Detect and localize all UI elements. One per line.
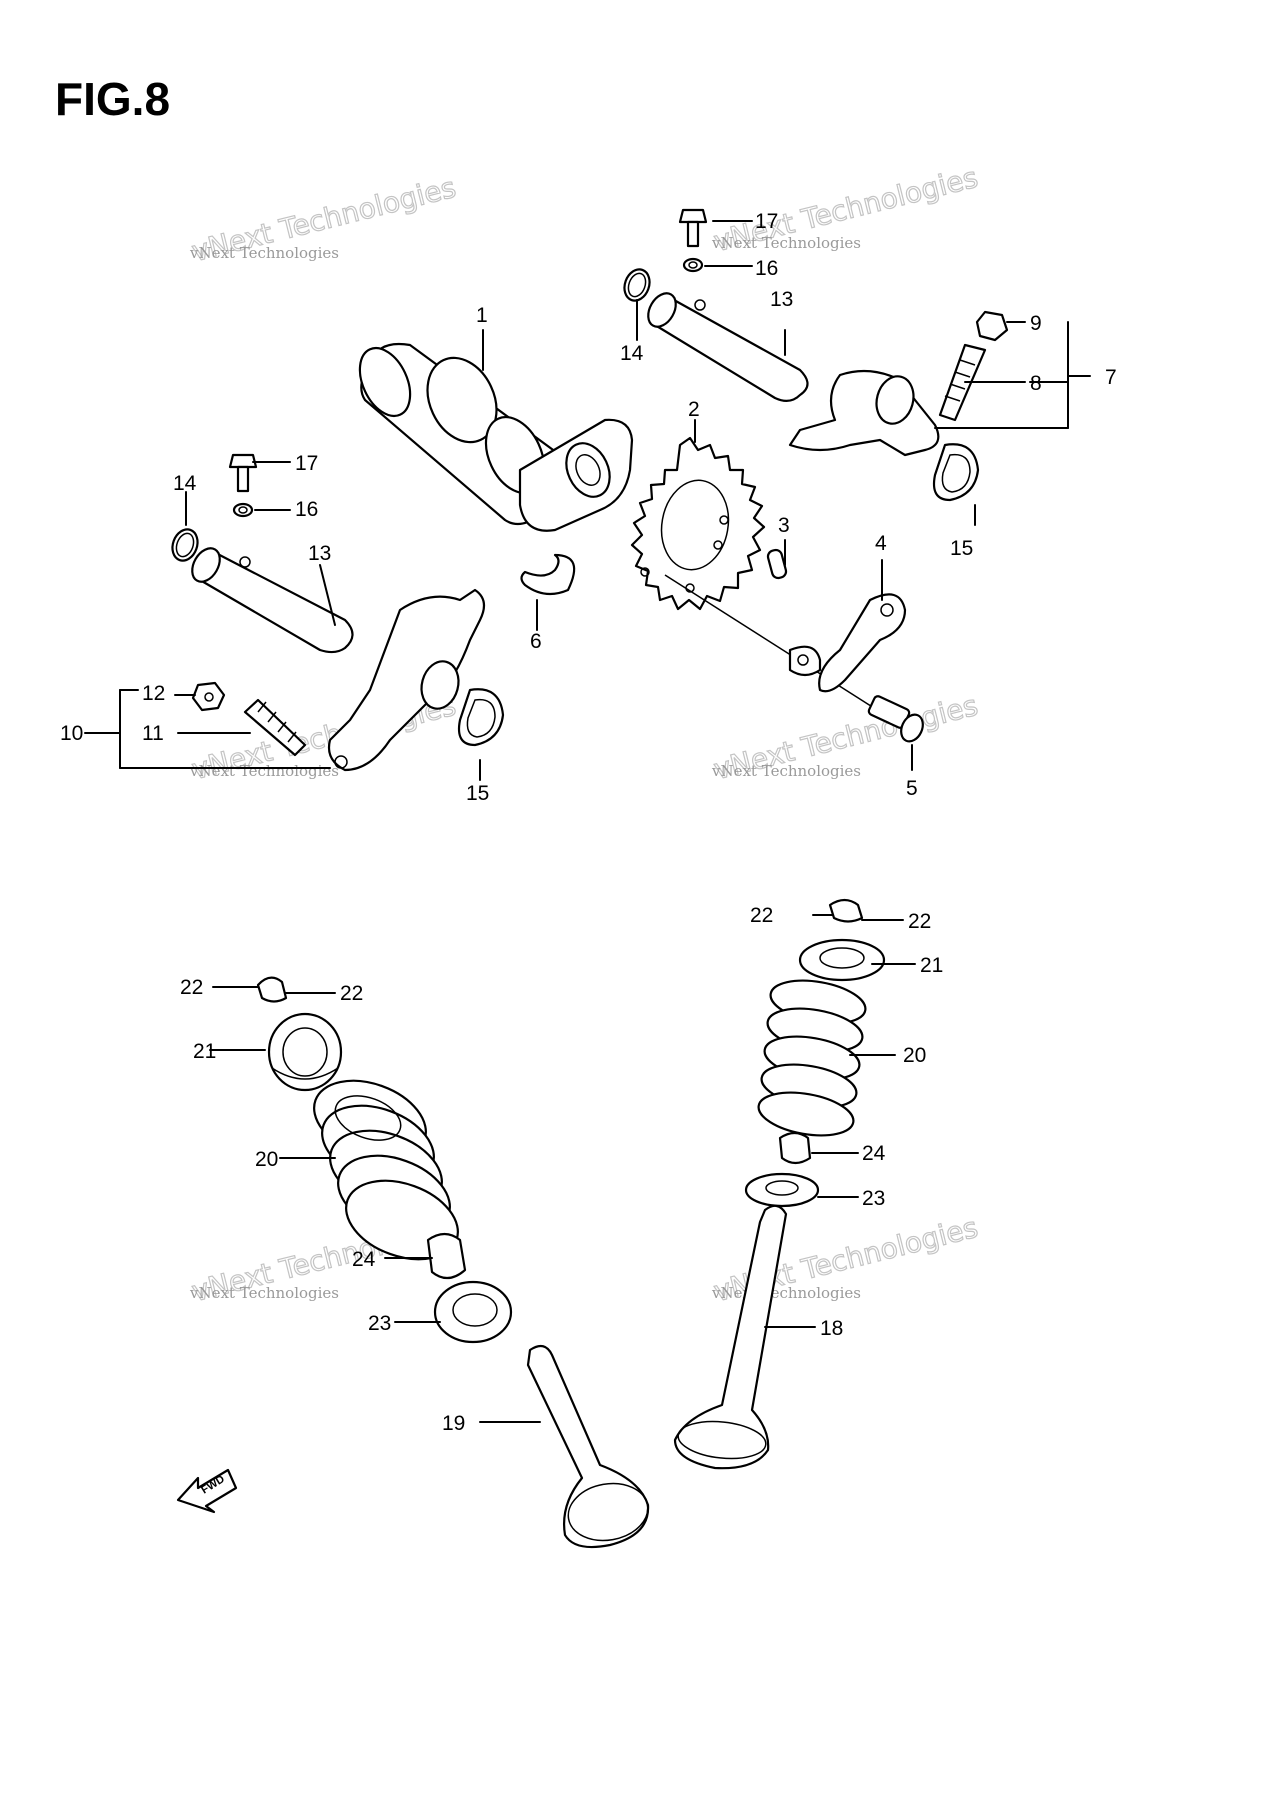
- cotter-right: [828, 898, 864, 923]
- valve-right: [673, 1204, 788, 1470]
- gasket-lower: [457, 688, 505, 747]
- cam-sprocket: [630, 436, 886, 716]
- rocker-arm-lower: [327, 588, 486, 772]
- sprocket-bolt: [867, 695, 924, 743]
- callout-15-lower: 15: [466, 782, 489, 805]
- svg-text:vNext Technologies: vNext Technologies: [711, 1284, 861, 1302]
- callout-1: 1: [476, 304, 488, 327]
- callout-11: 11: [142, 722, 164, 745]
- spring-seat-left: [433, 1280, 513, 1344]
- callout-19: 19: [442, 1412, 465, 1435]
- callout-13-upper: 13: [770, 288, 793, 311]
- callout-23-right: 23: [862, 1187, 885, 1210]
- callout-3: 3: [778, 514, 790, 537]
- svg-text:vNext Technologies: vNext Technologies: [189, 762, 339, 780]
- callout-5: 5: [906, 777, 918, 800]
- callout-21-left: 21: [193, 1040, 216, 1063]
- callout-7: 7: [1105, 366, 1117, 389]
- callout-16-lower: 16: [295, 498, 318, 521]
- callout-24-left: 24: [352, 1248, 376, 1271]
- cotter-left: [256, 976, 288, 1003]
- valve-left: [526, 1344, 650, 1549]
- callout-18: 18: [820, 1317, 843, 1340]
- thrust-clip: [520, 553, 576, 596]
- stem-seal-left: [426, 1232, 467, 1280]
- rocker-arm-upper: [788, 369, 940, 457]
- stem-seal-right: [778, 1131, 812, 1165]
- callout-24-right: 24: [862, 1142, 886, 1165]
- callout-6: 6: [530, 630, 542, 653]
- callout-22-right-a: 22: [750, 904, 773, 927]
- svg-text:vNext Technologies: vNext Technologies: [711, 234, 861, 252]
- rocker-shaft-lower: [191, 547, 354, 654]
- camshaft: [358, 342, 634, 532]
- callout-22-left-b: 22: [340, 982, 363, 1005]
- adjust-screw-lower: [243, 698, 307, 757]
- callout-10: 10: [60, 722, 83, 745]
- spring-left: [313, 1079, 459, 1261]
- gasket-upper: [932, 443, 980, 502]
- figure-title: FIG.8: [55, 73, 171, 125]
- leader-lines: [84, 220, 1091, 1423]
- washer-lower: [232, 502, 254, 518]
- callout-13-lower: 13: [308, 542, 331, 565]
- dowel-pin: [766, 548, 788, 580]
- callout-20-left: 20: [255, 1148, 278, 1171]
- callout-2: 2: [688, 398, 700, 421]
- callout-14-upper: 14: [620, 342, 644, 365]
- svg-text:vNext Technologies: vNext Technologies: [189, 1284, 339, 1302]
- callout-16-upper: 16: [755, 257, 778, 280]
- lock-nut-lower: [191, 681, 226, 712]
- callout-9: 9: [1030, 312, 1042, 335]
- bolt-upper: [678, 208, 708, 248]
- adjust-screw-upper: [938, 343, 987, 422]
- o-ring-upper: [623, 268, 651, 302]
- bolt-lower: [228, 453, 258, 493]
- retainer-left: [267, 1012, 343, 1092]
- callout-17-lower: 17: [295, 452, 318, 475]
- callout-23-left: 23: [368, 1312, 391, 1335]
- spring-seat-right: [744, 1172, 820, 1208]
- callout-20-right: 20: [903, 1044, 926, 1067]
- callout-22-left-a: 22: [180, 976, 203, 999]
- washer-upper: [682, 257, 704, 273]
- watermark-group: vNext Technologies vNext Technologies vN…: [188, 160, 982, 1309]
- lock-nut-upper: [975, 310, 1009, 342]
- callout-17-upper: 17: [755, 210, 778, 233]
- callout-labels: 1 2 3 4 5 6 7 8 9 10 11 12 13 13 14 14 1…: [60, 210, 1117, 1435]
- callout-22-right-b: 22: [908, 910, 931, 933]
- fwd-arrow-icon: FWD: [176, 1468, 238, 1514]
- spring-right: [757, 979, 867, 1137]
- callout-21-right: 21: [920, 954, 943, 977]
- svg-text:vNext Technologies: vNext Technologies: [711, 762, 861, 780]
- retainer-right: [798, 938, 886, 982]
- callout-8: 8: [1030, 372, 1042, 395]
- callout-14-lower: 14: [173, 472, 197, 495]
- callout-12: 12: [142, 682, 165, 705]
- rocker-shaft-upper: [647, 292, 809, 402]
- sprocket-plate: [788, 593, 907, 693]
- svg-text:vNext Technologies: vNext Technologies: [189, 244, 339, 262]
- callout-15-upper: 15: [950, 537, 973, 560]
- callout-4: 4: [875, 532, 887, 555]
- o-ring-lower: [171, 528, 199, 562]
